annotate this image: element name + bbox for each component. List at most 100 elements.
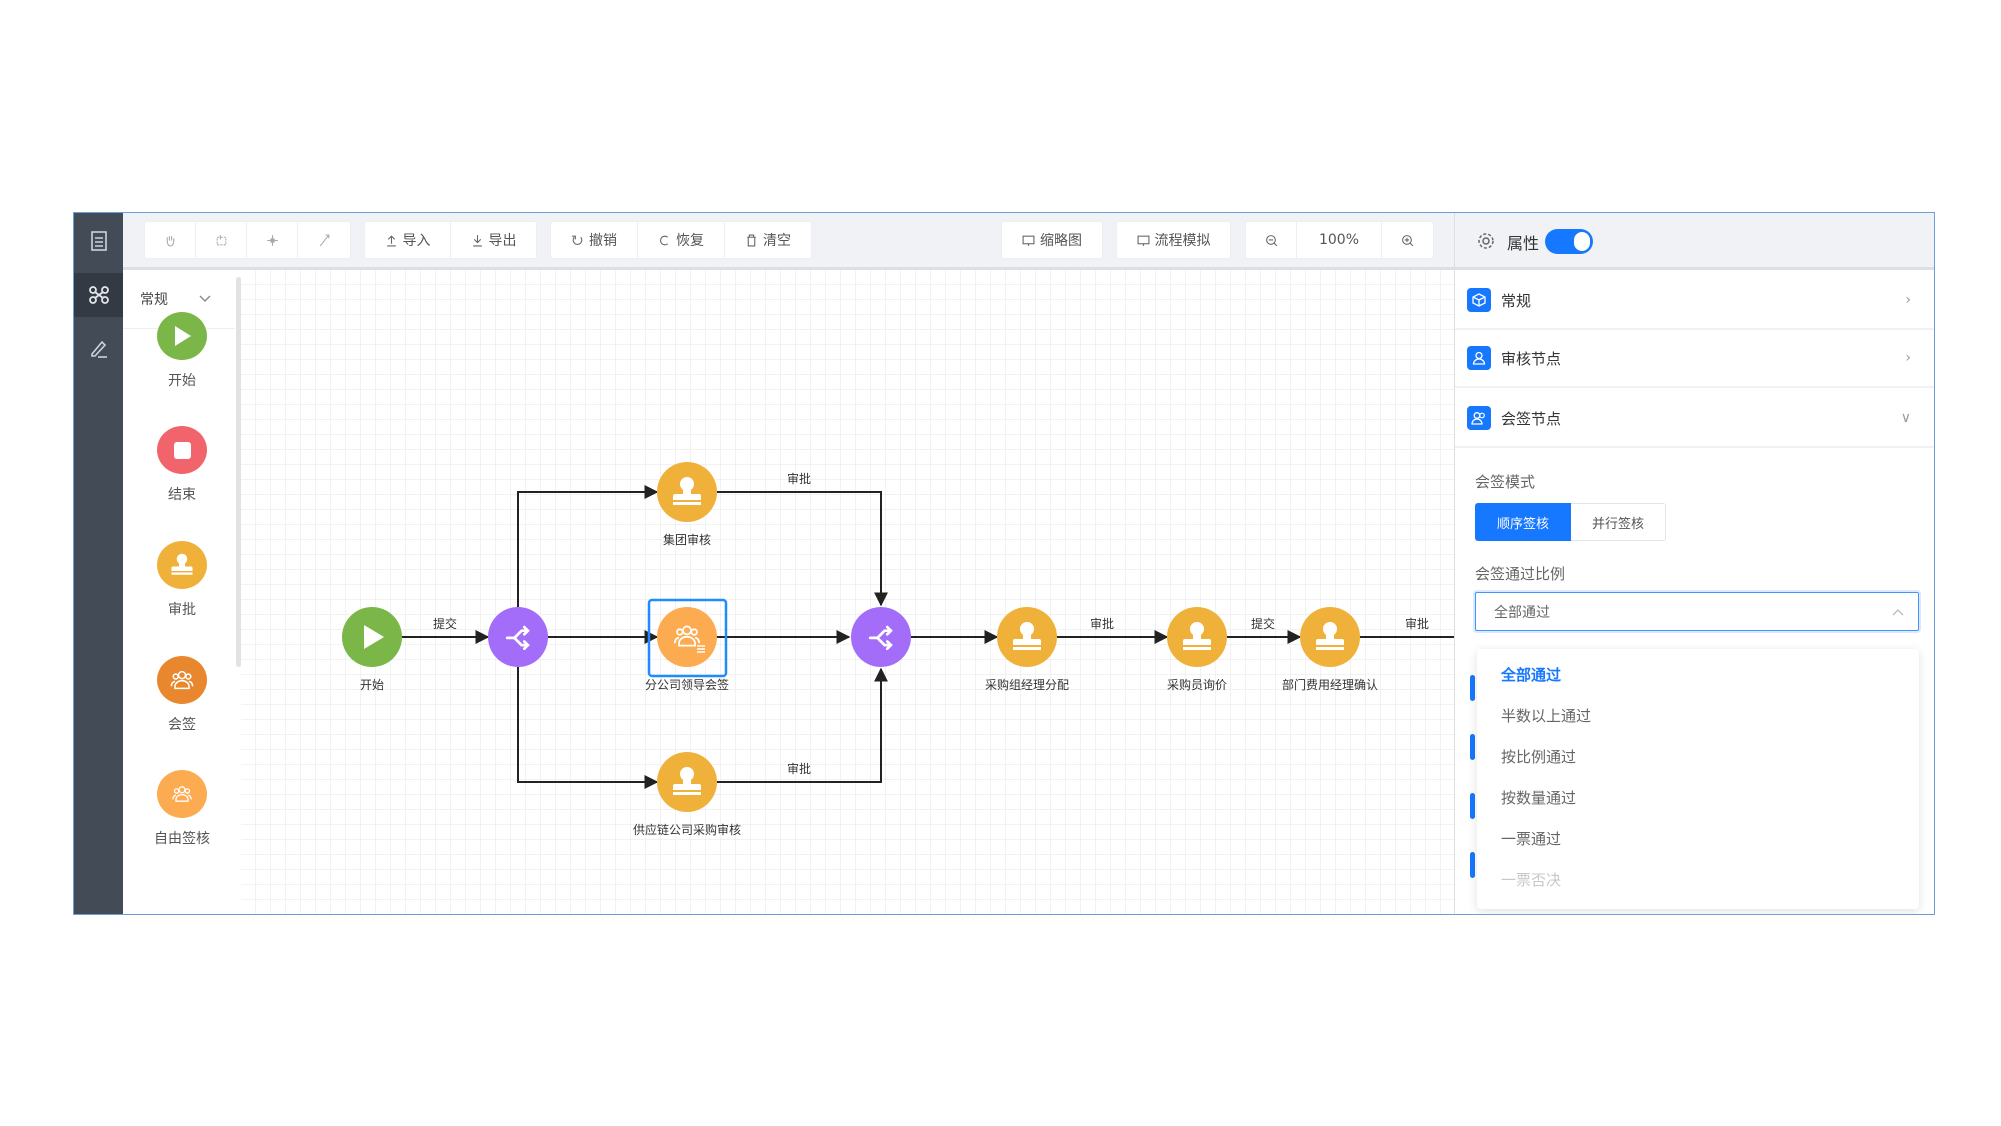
io-group: 导入 导出 (365, 222, 536, 258)
selection-box (647, 598, 728, 678)
node-group-review[interactable]: 集团审核 (657, 462, 717, 547)
node-branch-countersign[interactable]: 分公司领导会签 (645, 598, 729, 692)
pan-move-button[interactable] (247, 222, 298, 258)
ratio-option[interactable]: 一票通过 (1501, 830, 1562, 848)
properties-header: 属性 (1455, 213, 1934, 270)
import-label: 导入 (402, 233, 431, 249)
undo-button[interactable]: 撤销 (551, 222, 638, 258)
edge[interactable] (717, 667, 888, 783)
simulate-label: 流程模拟 (1154, 233, 1211, 249)
chevron-up-icon (1892, 608, 1904, 615)
simulate-button[interactable]: 流程模拟 (1117, 222, 1230, 258)
upload-icon (386, 234, 396, 246)
palette-item-label: 自由签核 (154, 831, 210, 847)
edge[interactable] (517, 667, 659, 789)
ratio-select[interactable]: 全部通过 (1475, 592, 1919, 631)
import-button[interactable]: 导入 (365, 222, 451, 258)
stop-icon (157, 426, 207, 474)
zoom-in-icon (1402, 234, 1414, 246)
edge[interactable] (517, 485, 659, 607)
ratio-select-value: 全部通过 (1494, 604, 1550, 621)
ratio-dropdown: 全部通过 半数以上通过 按比例通过 按数量通过 一票通过 一票否决 (1477, 649, 1919, 909)
lasso-icon (216, 234, 226, 245)
palette-item-free-sign[interactable]: 自由签核 (123, 770, 241, 848)
undo-label: 撤销 (589, 233, 617, 249)
node-label: 开始 (360, 678, 384, 692)
node-start[interactable]: 开始 (342, 607, 402, 692)
section-countersign-node[interactable]: 会签节点 ∨ (1455, 390, 1934, 448)
properties-title: 属性 (1507, 234, 1540, 253)
section-label: 审核节点 (1501, 349, 1562, 368)
rail-edit-button[interactable] (74, 327, 123, 371)
rail-nodes-button[interactable] (74, 273, 123, 317)
section-review-node[interactable]: 审核节点 › (1455, 330, 1934, 388)
tool-group (145, 222, 350, 258)
trash-icon (747, 234, 756, 246)
mode-sequential-button[interactable]: 顺序签核 (1475, 503, 1571, 541)
hand-icon (166, 235, 174, 246)
mode-parallel-button[interactable]: 并行签核 (1571, 503, 1666, 541)
history-group: 撤销 恢复 清空 (551, 222, 811, 258)
edge-label: 审批 (1090, 616, 1114, 631)
flow-designer: 导入 导出 撤销 恢复 清空 缩略图 流程模拟 100% 常规 开始 (73, 212, 1935, 915)
clear-button[interactable]: 清空 (725, 222, 811, 258)
palette-item-approve[interactable]: 审批 (123, 541, 241, 619)
node-label: 分公司领导会签 (645, 677, 729, 692)
minimap-button[interactable]: 缩略图 (1002, 222, 1102, 258)
lasso-select-button[interactable] (196, 222, 247, 258)
user-icon (1467, 346, 1491, 370)
redo-icon (660, 235, 669, 245)
rail-document-button[interactable] (74, 219, 123, 263)
ratio-option[interactable]: 按比例通过 (1501, 748, 1577, 766)
minimap-label: 缩略图 (1040, 233, 1082, 249)
hidden-section-marker (1470, 734, 1475, 760)
gateway-icon (488, 607, 548, 667)
node-supply-review[interactable]: 供应链公司采购审核 (633, 752, 741, 837)
ratio-option[interactable]: 按数量通过 (1501, 789, 1577, 807)
redo-button[interactable]: 恢复 (638, 222, 725, 258)
node-dept-manager[interactable]: 部门费用经理确认 (1282, 607, 1378, 692)
properties-panel: 属性 常规 › 审核节点 › 会签节点 ∨ 会签模式 顺序签核 并行签核 会签通… (1454, 213, 1934, 914)
edge[interactable] (717, 491, 888, 607)
flow-canvas[interactable]: 提交 审批 审批 审批 提交 审批 开始 集团审核 分公司领导会签 (241, 270, 1454, 915)
play-icon (157, 312, 207, 360)
ratio-label: 会签通过比例 (1475, 565, 1566, 583)
palette-scrollbar[interactable] (236, 277, 241, 667)
zoom-out-button[interactable] (1246, 222, 1297, 258)
node-purchaser-quote[interactable]: 采购员询价 (1167, 607, 1227, 692)
node-purchase-manager[interactable]: 采购组经理分配 (985, 607, 1069, 692)
node-label: 集团审核 (663, 532, 711, 547)
hidden-section-marker (1470, 675, 1475, 701)
connect-icon (319, 234, 329, 246)
section-general[interactable]: 常规 › (1455, 272, 1934, 330)
simulate-icon (1137, 235, 1149, 246)
ratio-option[interactable]: 半数以上通过 (1501, 707, 1592, 725)
node-gateway-split[interactable] (488, 607, 548, 667)
nodes-icon (88, 286, 109, 304)
gateway-icon (851, 607, 911, 667)
properties-toggle[interactable] (1545, 229, 1593, 254)
palette-item-start[interactable]: 开始 (123, 312, 241, 390)
zoom-in-button[interactable] (1382, 222, 1433, 258)
chevron-down-icon: ∨ (1900, 410, 1911, 426)
node-label: 供应链公司采购审核 (633, 822, 741, 837)
palette-item-label: 结束 (168, 487, 196, 503)
document-icon (90, 231, 107, 251)
hand-tool-button[interactable] (145, 222, 196, 258)
chevron-right-icon: › (1905, 350, 1911, 366)
gear-icon (1478, 233, 1494, 249)
zoom-out-icon (1265, 234, 1277, 246)
palette-item-end[interactable]: 结束 (123, 426, 241, 504)
palette-item-countersign[interactable]: 会签 (123, 656, 241, 734)
node-label: 采购员询价 (1167, 677, 1227, 692)
node-gateway-join[interactable] (851, 607, 911, 667)
download-icon (472, 234, 482, 246)
chevron-right-icon: › (1905, 292, 1911, 308)
connect-tool-button[interactable] (298, 222, 350, 258)
group-icon (157, 656, 207, 704)
clear-label: 清空 (763, 233, 791, 249)
mode-label: 会签模式 (1475, 473, 1536, 491)
export-button[interactable]: 导出 (451, 222, 536, 258)
ratio-option[interactable]: 全部通过 (1501, 666, 1562, 684)
ratio-option[interactable]: 一票否决 (1501, 871, 1562, 889)
